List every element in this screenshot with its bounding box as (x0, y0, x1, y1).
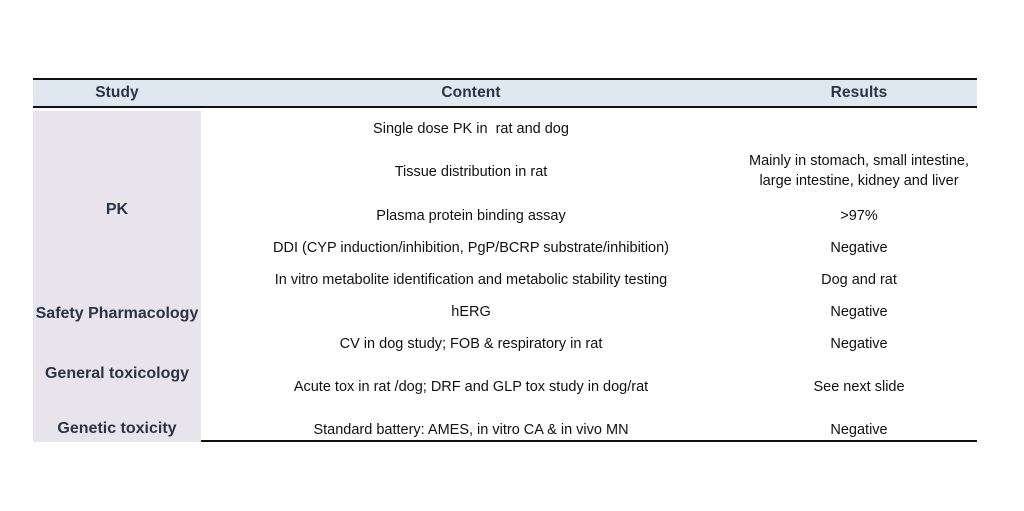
column-header-content: Content (441, 84, 501, 101)
row-result-5: Dog and rat (821, 271, 897, 288)
row-result-7: Negative (830, 335, 888, 352)
row-content-6: hERG (451, 303, 491, 320)
table-header-row: Study Content Results (33, 80, 977, 108)
study-group-label-safety-pharmacology: Safety Pharmacology (35, 304, 199, 322)
row-result-4: Negative (830, 239, 888, 256)
row-result-3: >97% (840, 207, 878, 224)
row-content-3: Plasma protein binding assay (376, 207, 566, 224)
row-content-5: In vitro metabolite identification and m… (274, 271, 668, 288)
row-content-2: Tissue distribution in rat (394, 163, 548, 180)
study-group-label-pk: PK (105, 200, 129, 218)
row-result-8: See next slide (813, 378, 905, 395)
nonclinical-study-table: Study Content Results PK Safety Pharmaco… (33, 78, 977, 442)
row-result-2: Mainly in stomach, small intestine, larg… (749, 152, 969, 189)
study-group-label-general-toxicology: General toxicology (44, 364, 190, 382)
study-column-background (33, 110, 201, 442)
row-result-9: Negative (830, 421, 888, 438)
row-result-6: Negative (830, 303, 888, 320)
row-content-1: Single dose PK in rat and dog (373, 120, 569, 137)
row-content-9: Standard battery: AMES, in vitro CA & in… (313, 421, 629, 438)
row-content-4: DDI (CYP induction/inhibition, PgP/BCRP … (273, 239, 669, 256)
row-content-7: CV in dog study; FOB & respiratory in ra… (339, 335, 603, 352)
study-group-label-genetic-toxicity: Genetic toxicity (57, 419, 177, 437)
table-body: PK Safety Pharmacology General toxicolog… (33, 111, 977, 442)
column-header-study: Study (95, 84, 139, 101)
column-header-results: Results (830, 84, 888, 101)
row-content-8: Acute tox in rat /dog; DRF and GLP tox s… (293, 378, 649, 395)
